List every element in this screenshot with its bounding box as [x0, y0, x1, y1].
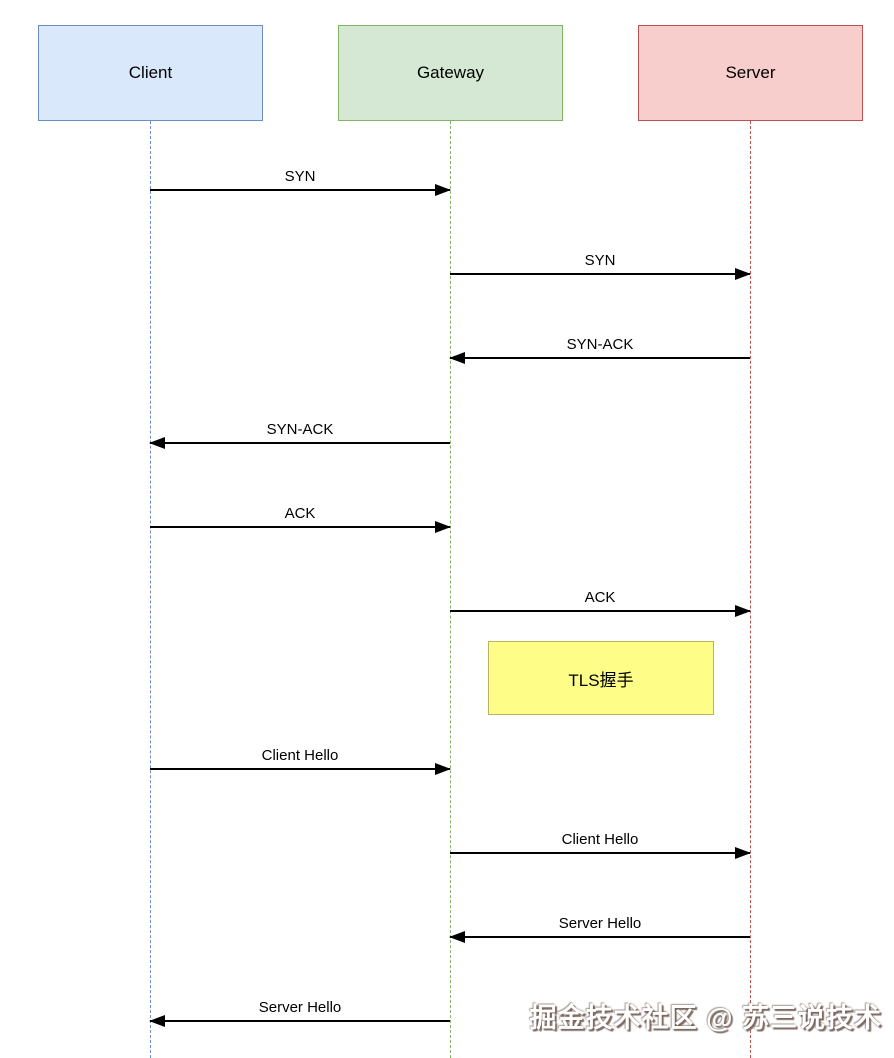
message-label: ACK	[284, 505, 316, 522]
message-syn-client-gateway: SYN	[150, 168, 451, 196]
arrowhead-right-icon	[435, 521, 451, 533]
message-clienthello-gateway-server: Client Hello	[450, 831, 751, 859]
server-lifeline	[750, 121, 751, 1058]
watermark: 掘金技术社区 @ 苏三说技术	[529, 1003, 882, 1033]
message-clienthello-client-gateway: Client Hello	[150, 747, 451, 775]
tls-handshake-note-label: TLS握手	[568, 670, 634, 690]
actor-gateway: Gateway	[338, 25, 563, 121]
arrowhead-right-icon	[435, 184, 451, 196]
message-synack-gateway-client: SYN-ACK	[149, 421, 450, 449]
arrowhead-right-icon	[735, 605, 751, 617]
arrowhead-right-icon	[435, 763, 451, 775]
arrowhead-left-icon	[149, 437, 165, 449]
message-label: SYN-ACK	[266, 421, 334, 438]
message-synack-server-gateway: SYN-ACK	[449, 336, 750, 364]
arrowhead-left-icon	[449, 352, 465, 364]
client-lifeline	[150, 121, 151, 1058]
message-label: Server Hello	[258, 999, 342, 1016]
arrowhead-right-icon	[735, 268, 751, 280]
message-label: SYN-ACK	[566, 336, 634, 353]
message-label: ACK	[584, 589, 616, 606]
tls-handshake-note: TLS握手	[488, 641, 714, 715]
arrowhead-left-icon	[149, 1015, 165, 1027]
message-label: Server Hello	[558, 915, 642, 932]
message-serverhello-gateway-client: Server Hello	[149, 999, 450, 1027]
message-label: Client Hello	[261, 747, 339, 764]
message-label: SYN	[584, 252, 616, 269]
actor-client-label: Client	[128, 63, 173, 82]
message-serverhello-server-gateway: Server Hello	[449, 915, 750, 943]
actor-client: Client	[38, 25, 263, 121]
actor-server-label: Server	[725, 63, 776, 82]
gateway-lifeline	[450, 121, 451, 1058]
message-syn-gateway-server: SYN	[450, 252, 751, 280]
message-label: Client Hello	[561, 831, 639, 848]
arrowhead-right-icon	[735, 847, 751, 859]
actor-server: Server	[638, 25, 863, 121]
actor-gateway-label: Gateway	[416, 63, 485, 82]
message-ack-client-gateway: ACK	[150, 505, 451, 533]
message-ack-gateway-server: ACK	[450, 589, 751, 617]
arrowhead-left-icon	[449, 931, 465, 943]
message-label: SYN	[284, 168, 316, 185]
